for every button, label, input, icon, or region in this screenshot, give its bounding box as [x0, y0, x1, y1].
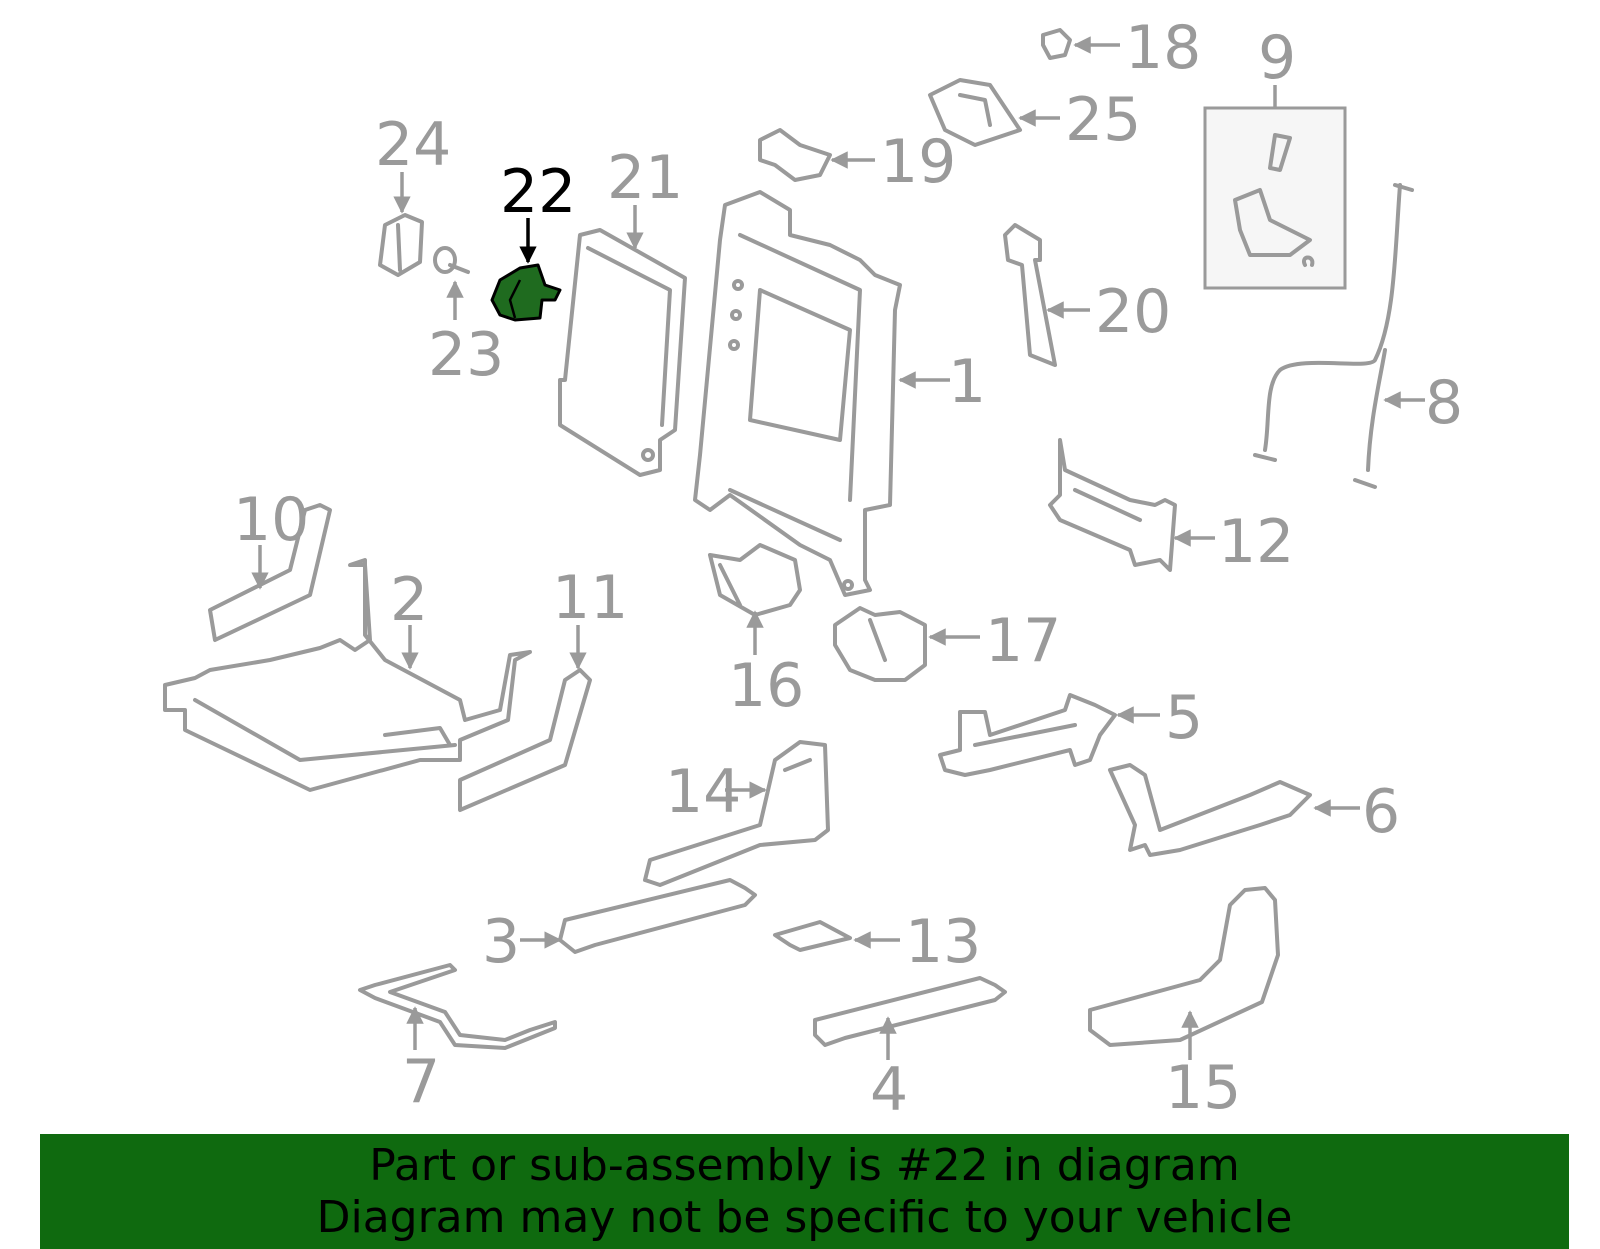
callout-9: 9: [1258, 23, 1296, 93]
callout-15: 15: [1165, 1053, 1241, 1123]
callout-21: 21: [607, 143, 683, 213]
part-23-clip[interactable]: [433, 246, 470, 274]
part-13-bracket[interactable]: [773, 920, 852, 952]
part-3-rail[interactable]: [558, 878, 757, 954]
part-2-cushion-frame[interactable]: [163, 558, 532, 792]
callout-1: 1: [948, 347, 986, 417]
info-banner: Part or sub-assembly is #22 in diagram D…: [40, 1134, 1569, 1249]
part-4-rail[interactable]: [813, 976, 1007, 1047]
part-21-pad[interactable]: [558, 228, 687, 477]
callout-6: 6: [1362, 777, 1400, 847]
part-10-trim[interactable]: [208, 503, 332, 642]
banner-line-2: Diagram may not be specific to your vehi…: [316, 1192, 1293, 1243]
callout-25: 25: [1065, 85, 1141, 155]
parts-diagram: 18 25 19 9 24 23 22: [163, 13, 1463, 1125]
part-17-cover[interactable]: [833, 606, 927, 682]
callout-12: 12: [1218, 507, 1294, 577]
part-24-cover[interactable]: [378, 213, 424, 277]
callout-8: 8: [1425, 368, 1463, 438]
part-22-highlighted[interactable]: [490, 263, 562, 322]
callout-14: 14: [665, 757, 741, 827]
part-16-cover[interactable]: [708, 543, 802, 617]
part-19-bracket[interactable]: [758, 128, 832, 182]
callout-5: 5: [1165, 683, 1203, 753]
callout-19: 19: [880, 127, 956, 197]
callout-24: 24: [375, 110, 451, 180]
callout-2: 2: [390, 565, 428, 635]
part-14-side-cover[interactable]: [643, 740, 830, 887]
banner-line-1: Part or sub-assembly is #22 in diagram: [369, 1140, 1240, 1191]
callout-22: 22: [500, 157, 576, 227]
callout-7: 7: [402, 1047, 440, 1117]
part-18-clip[interactable]: [1041, 28, 1072, 60]
callout-4: 4: [870, 1055, 908, 1125]
callout-18: 18: [1125, 13, 1201, 83]
callout-23: 23: [428, 320, 504, 390]
part-7-wire[interactable]: [358, 963, 557, 1050]
callout-20: 20: [1095, 277, 1171, 347]
part-5-track[interactable]: [938, 693, 1117, 777]
callout-10: 10: [233, 485, 309, 555]
callout-17: 17: [985, 606, 1061, 676]
part-12-bracket[interactable]: [1048, 438, 1177, 572]
part-15-side-cover[interactable]: [1088, 886, 1280, 1047]
part-8-cable[interactable]: [1253, 183, 1414, 489]
callout-3: 3: [482, 907, 520, 977]
callout-11: 11: [552, 563, 628, 633]
part-1-seatback-frame[interactable]: [693, 190, 902, 597]
part-6-track[interactable]: [1108, 763, 1312, 857]
callout-16: 16: [728, 651, 804, 721]
part-11-trim[interactable]: [458, 668, 592, 812]
part-25-bracket[interactable]: [928, 78, 1022, 147]
part-9-kit[interactable]: [1203, 106, 1347, 290]
callout-13: 13: [905, 907, 981, 977]
part-20-bracket[interactable]: [1003, 223, 1057, 367]
